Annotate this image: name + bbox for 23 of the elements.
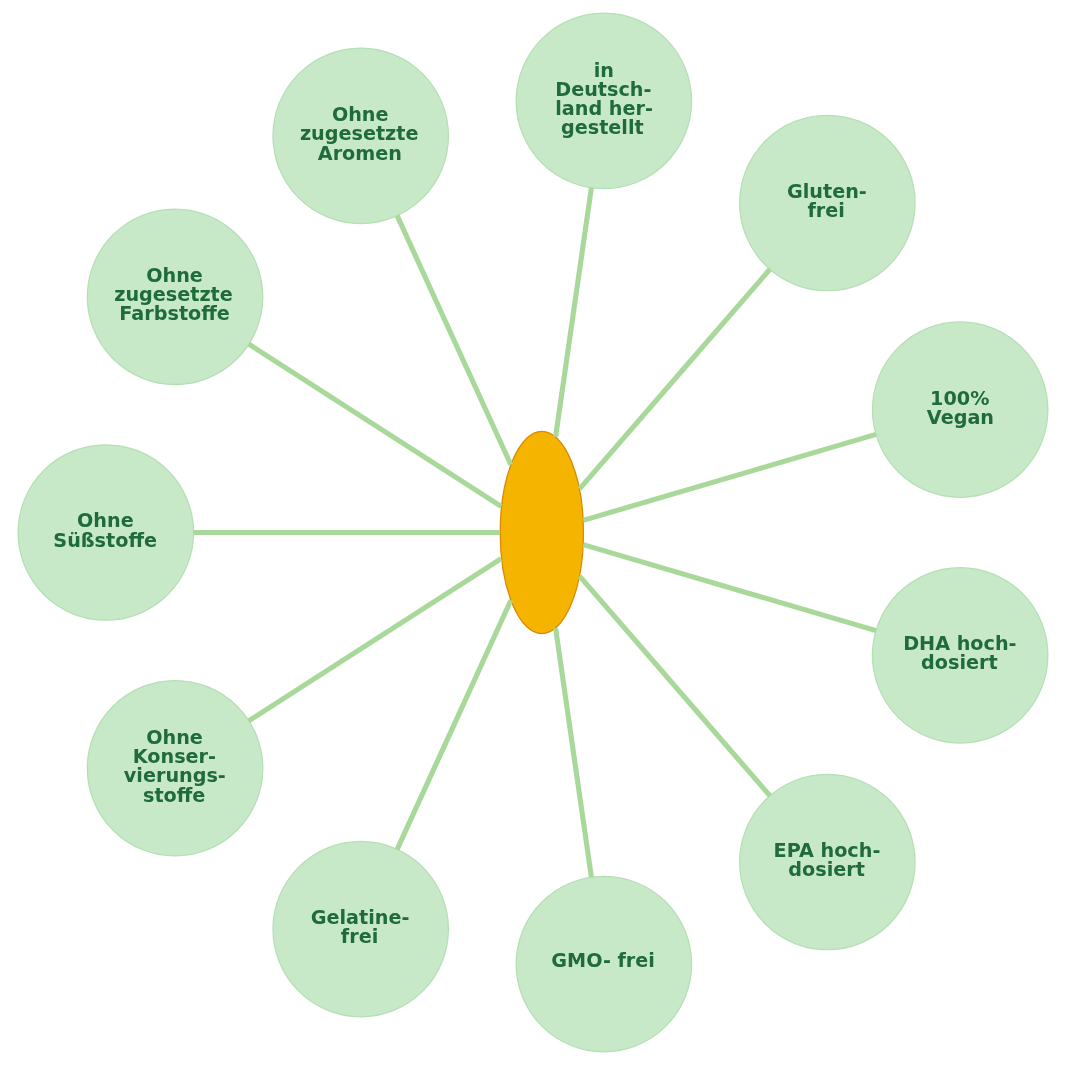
connector <box>577 574 772 798</box>
node-circle: EPA hoch- dosiert <box>738 773 916 951</box>
node-circle: GMO- frei <box>515 875 692 1053</box>
node-circle: Ohne zugesetzte Aromen <box>271 47 449 225</box>
connector <box>577 267 772 491</box>
node-circle: in Deutsch- land her- gestellt <box>515 12 692 190</box>
connector <box>552 627 594 878</box>
node-circle: Ohne Konser- vierungs- stoffe <box>86 679 263 857</box>
connector <box>582 431 877 523</box>
node-circle: Gelatine- frei <box>271 840 449 1018</box>
connector <box>552 187 594 438</box>
node-circle: DHA hoch- dosiert <box>871 567 1049 744</box>
connector <box>246 342 502 509</box>
node-capsule <box>499 430 584 635</box>
connector <box>193 529 500 536</box>
node-circle: Gluten- frei <box>738 114 916 292</box>
connector <box>394 214 513 466</box>
node-circle: 100% Vegan <box>871 321 1049 498</box>
connector <box>394 599 513 851</box>
node-circle: Ohne zugesetzte Farbstoffe <box>86 208 263 386</box>
node-circle: Ohne Süßstoffe <box>17 444 194 621</box>
connector <box>582 542 877 634</box>
connector <box>246 556 502 723</box>
